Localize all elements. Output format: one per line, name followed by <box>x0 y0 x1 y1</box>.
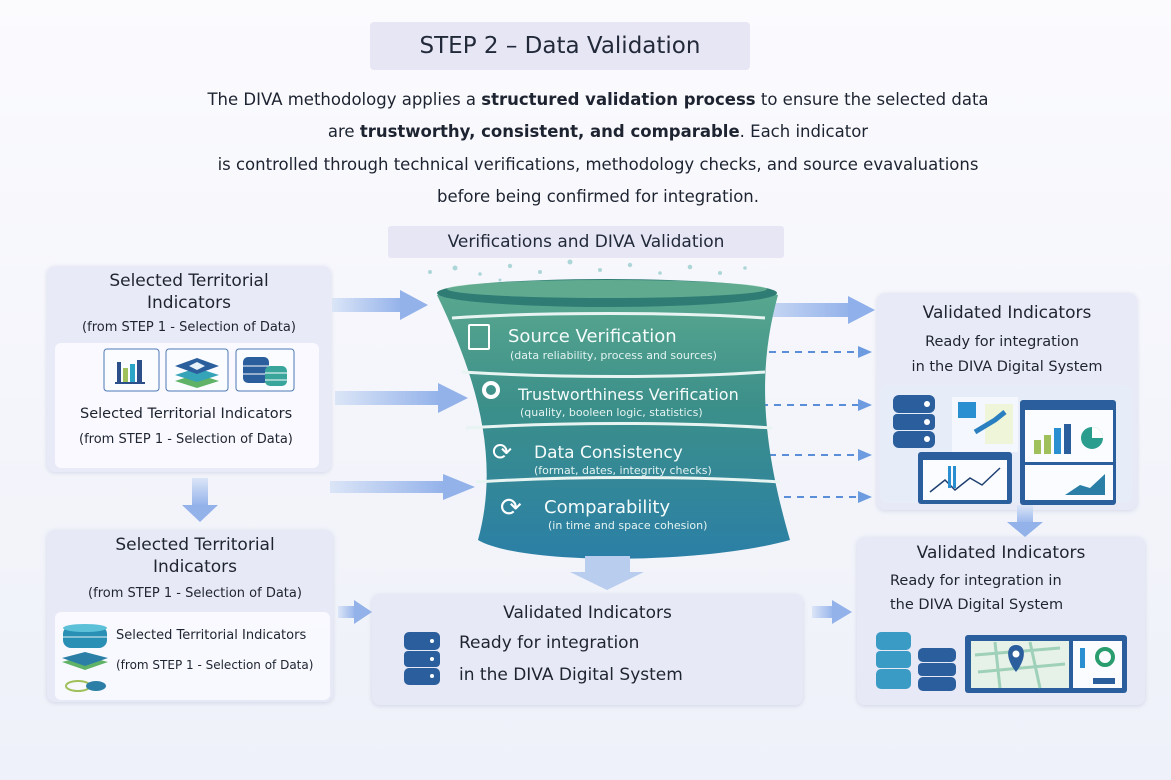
arrow-left-bottom-to-middle <box>338 600 372 624</box>
arrow-down-left <box>182 478 218 522</box>
layers-stack-icon <box>62 652 108 670</box>
arrow-left-top-to-funnel <box>332 290 428 320</box>
left-bottom-item-1: Selected Territorial Indicators <box>116 628 307 643</box>
left-bottom-subtitle: (from STEP 1 - Selection of Data) <box>88 586 302 601</box>
sync-icon: ⟳ <box>500 493 522 523</box>
database-icon <box>235 348 295 392</box>
right-top-line-2: in the DIVA Digital System <box>911 359 1103 375</box>
bar-chart-icon <box>103 348 160 392</box>
intro-line-2: are trustworthy, consistent, and compara… <box>327 122 869 141</box>
map-pin-badge-icon <box>65 680 106 692</box>
intro-line-3: is controlled through technical verifica… <box>217 155 979 174</box>
arrow-middle-to-right-bottom <box>812 600 852 624</box>
layers-icon <box>165 348 229 392</box>
arrow-down-right <box>1007 505 1043 537</box>
left-bottom-item-2: (from STEP 1 - Selection of Data) <box>116 658 314 672</box>
page-title: STEP 2 – Data Validation <box>370 22 750 70</box>
dashboard-illustration <box>880 385 1132 505</box>
arrow-left-low-to-funnel <box>330 474 475 500</box>
database-teal-icon <box>63 624 107 648</box>
intro-line-1: The DIVA methodology applies a structure… <box>207 90 989 109</box>
middle-bottom-line-1: Ready for integration <box>459 633 640 653</box>
dashed-arrows <box>730 346 872 503</box>
left-top-caption-2: (from STEP 1 - Selection of Data) <box>79 432 293 447</box>
database-stack-icon <box>404 632 440 685</box>
right-bottom-title: Validated Indicators <box>916 543 1086 563</box>
right-top-line-1: Ready for integration <box>925 334 1079 350</box>
intro-line-4: before being confirmed for integration. <box>437 187 759 206</box>
middle-bottom-line-2: in the DIVA Digital System <box>459 665 683 685</box>
left-top-caption-1: Selected Territorial Indicators <box>80 406 293 422</box>
section-subtitle: Verifications and DIVA Validation <box>388 226 784 258</box>
nodes-icon <box>482 381 500 399</box>
right-bottom-line-2: the DIVA Digital System <box>890 597 1064 613</box>
sync-icon: ⟳ <box>492 438 513 466</box>
right-top-title: Validated Indicators <box>922 303 1092 323</box>
validation-funnel <box>428 259 790 590</box>
right-bottom-line-1: Ready for integration in <box>890 573 1062 589</box>
middle-bottom-title: Validated Indicators <box>503 603 672 623</box>
arrow-left-mid-to-funnel <box>335 383 468 413</box>
map-dashboard-illustration <box>876 632 1127 693</box>
left-top-subtitle: (from STEP 1 - Selection of Data) <box>82 320 296 335</box>
document-search-icon <box>468 324 490 350</box>
